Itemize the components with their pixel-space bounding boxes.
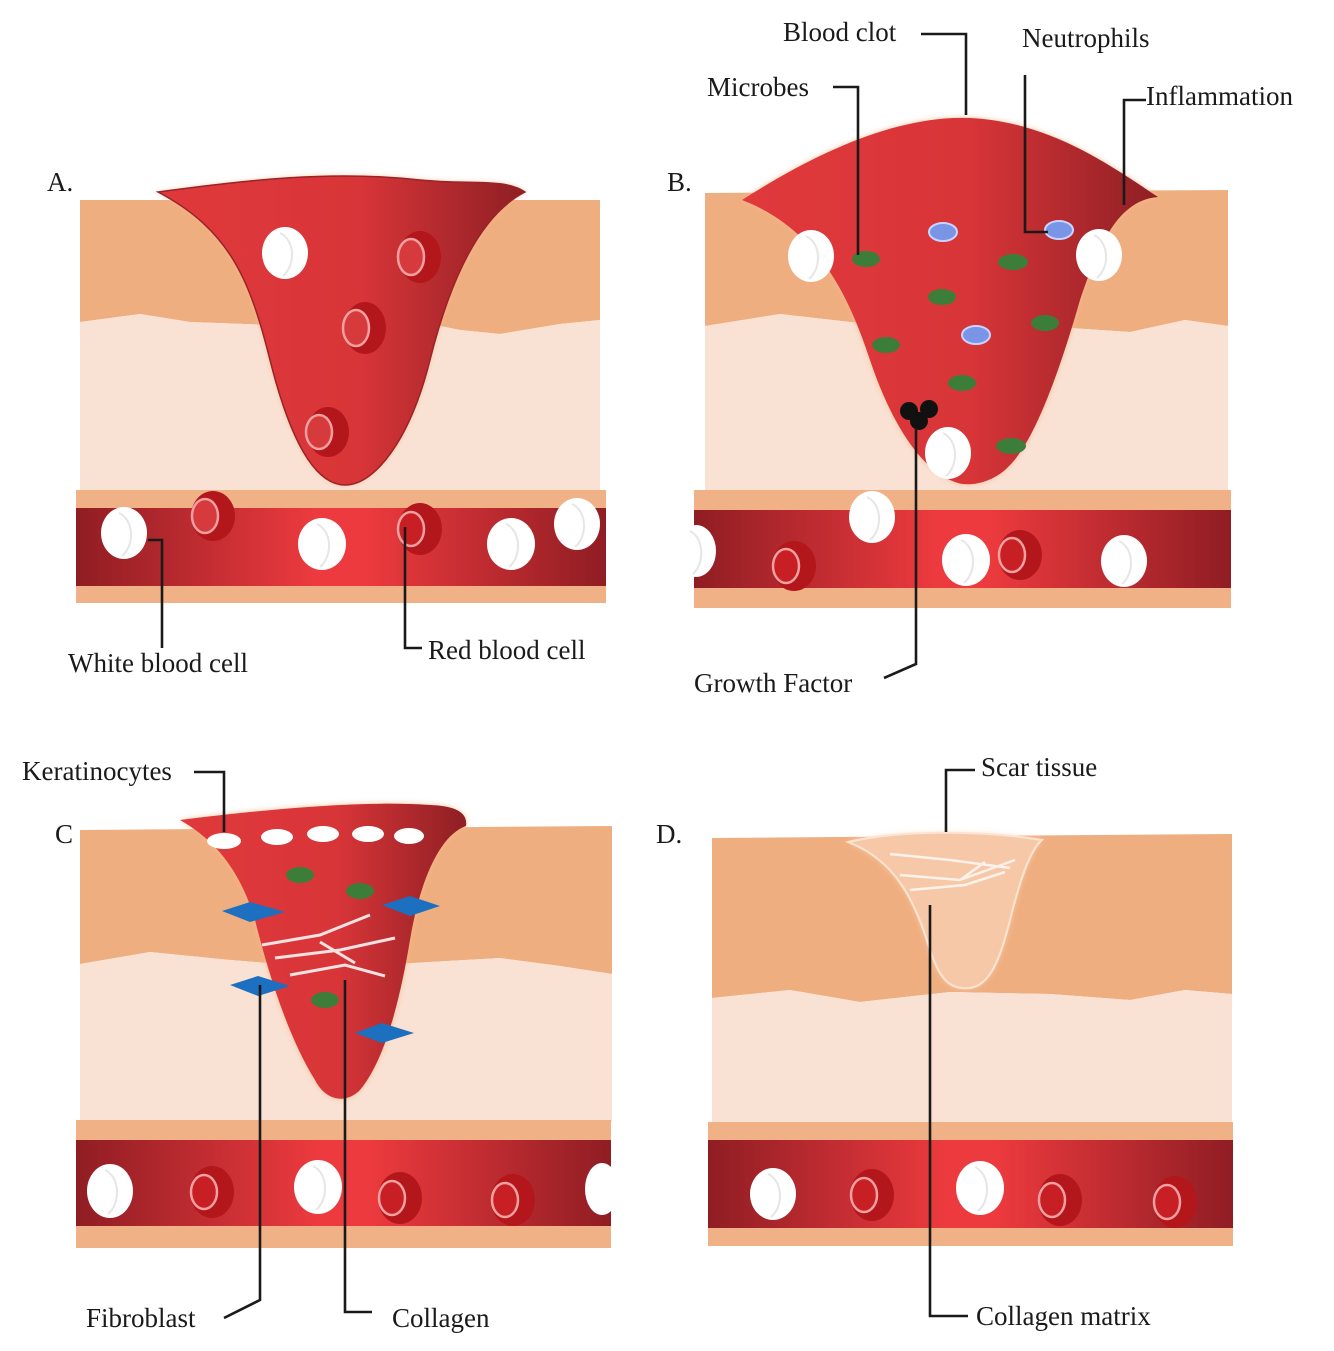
white-blood-cell <box>750 1168 796 1220</box>
neutrophils-b <box>928 220 1074 345</box>
label-collagen: Collagen <box>392 1303 490 1333</box>
leaders-a <box>148 527 422 650</box>
label-red-blood-cell: Red blood cell <box>428 635 585 665</box>
cells-a <box>101 227 600 570</box>
red-blood-cell <box>1152 1176 1197 1228</box>
dermis-d <box>712 990 1232 1124</box>
white-blood-cell <box>676 525 716 577</box>
collagen-matrix-fibers <box>889 852 1016 892</box>
blood-vessel-c <box>76 1120 611 1248</box>
panel-b-letter: B. <box>667 167 692 197</box>
label-inflammation: Inflammation <box>1146 81 1293 111</box>
white-blood-cell <box>1101 535 1147 587</box>
white-blood-cell <box>554 498 600 550</box>
white-blood-cell <box>101 507 147 559</box>
cells-c <box>87 1160 619 1226</box>
red-blood-cell <box>490 1174 535 1226</box>
panel-a-letter: A. <box>47 167 73 197</box>
leaders-d <box>928 768 975 1318</box>
white-blood-cell <box>942 534 990 586</box>
red-blood-cell <box>304 407 349 457</box>
label-white-blood-cell: White blood cell <box>68 648 248 678</box>
white-blood-cell <box>487 518 535 570</box>
white-blood-cell <box>87 1164 133 1218</box>
label-neutrophils: Neutrophils <box>1022 23 1150 53</box>
label-growth-factor: Growth Factor <box>694 668 852 698</box>
white-blood-cell <box>262 227 308 279</box>
red-blood-cell <box>1037 1174 1082 1226</box>
label-scar-tissue: Scar tissue <box>981 752 1097 782</box>
growth-factor-b <box>900 400 938 430</box>
red-blood-cell <box>997 530 1042 580</box>
white-blood-cell <box>849 491 895 543</box>
collagen-fibers-c <box>261 913 396 978</box>
cells-b <box>676 229 1147 591</box>
panel-b: B. <box>667 17 1293 698</box>
panel-d-letter: D. <box>656 819 682 849</box>
white-blood-cell <box>956 1161 1004 1215</box>
panel-d: D. Sc <box>656 752 1233 1331</box>
red-blood-cell <box>771 541 816 591</box>
label-blood-clot: Blood clot <box>783 17 897 47</box>
panel-c: C <box>22 756 619 1333</box>
label-microbes: Microbes <box>707 72 809 102</box>
leaders-c <box>194 770 372 1320</box>
white-blood-cell <box>788 230 834 282</box>
microbes-b <box>852 251 1059 454</box>
keratinocytes-c <box>207 826 424 849</box>
white-blood-cell <box>298 518 346 570</box>
white-blood-cell <box>294 1160 342 1214</box>
scar-tissue-d <box>844 831 1045 990</box>
label-collagen-matrix: Collagen matrix <box>976 1301 1151 1331</box>
panel-a: A. White blood cell <box>47 167 606 678</box>
red-blood-cell <box>377 1172 422 1224</box>
leaders-b <box>833 32 1146 680</box>
white-blood-cell <box>1076 229 1122 281</box>
cells-d <box>750 1161 1197 1228</box>
red-blood-cell <box>396 231 441 283</box>
white-blood-cell <box>925 427 971 479</box>
red-blood-cell <box>341 302 386 354</box>
label-fibroblast: Fibroblast <box>86 1303 196 1333</box>
microbes-c <box>286 867 374 1008</box>
red-blood-cell <box>190 491 235 541</box>
white-blood-cell <box>585 1163 619 1215</box>
red-blood-cell <box>849 1169 894 1221</box>
panel-c-letter: C <box>55 819 73 849</box>
label-keratinocytes: Keratinocytes <box>22 756 172 786</box>
red-blood-cell <box>189 1166 234 1218</box>
